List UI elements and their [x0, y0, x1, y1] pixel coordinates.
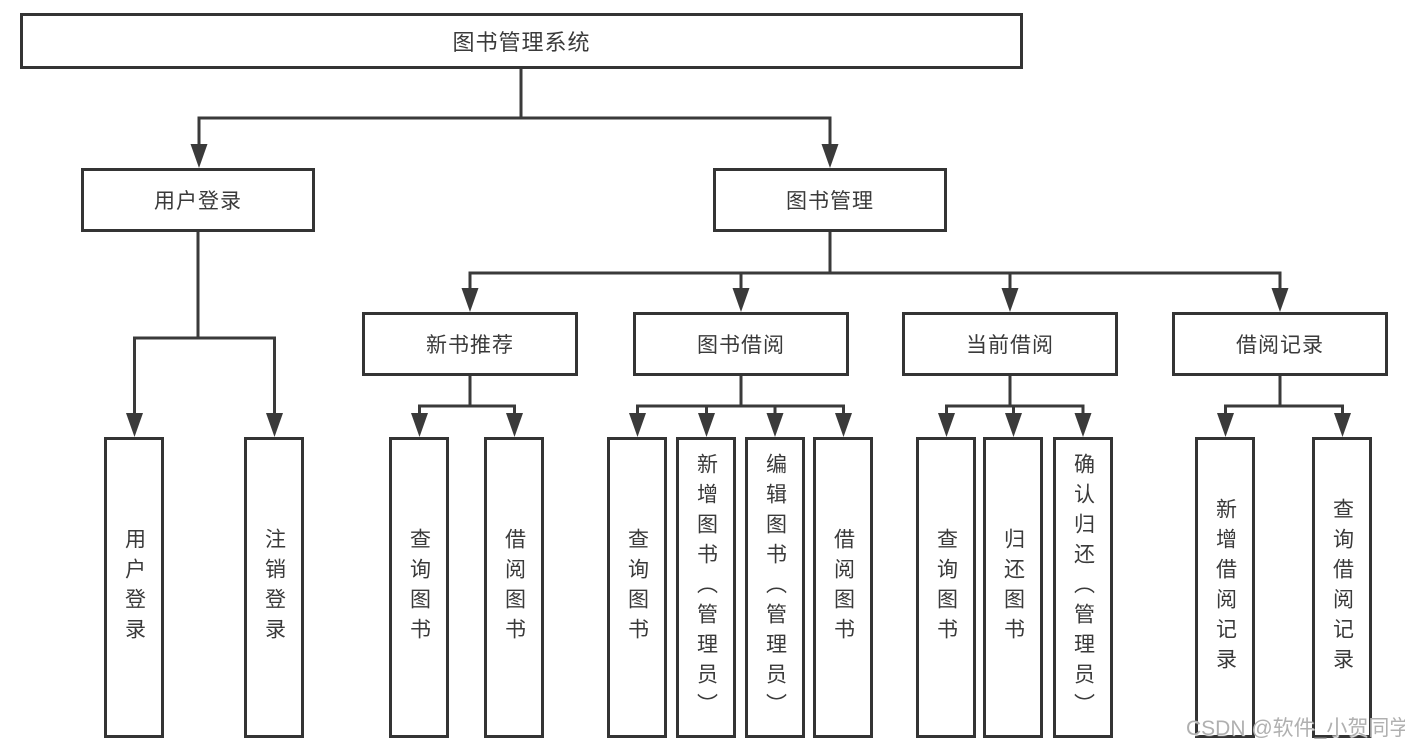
node-label: 借阅图书	[831, 527, 855, 648]
node-new-book-recommend: 新书推荐	[362, 312, 578, 376]
node-borrowing-records: 借阅记录	[1172, 312, 1388, 376]
arrowhead-cb-3	[1074, 413, 1092, 437]
node-label: 用户登录	[122, 527, 146, 648]
node-label: 归还图书	[1001, 527, 1025, 648]
arrowhead-l3-1	[461, 288, 479, 312]
arrowhead-l3-4	[1271, 288, 1289, 312]
leaf-cb-confirm-return-admin: 确认归还（管理员）	[1053, 437, 1113, 738]
arrowhead-l3-3	[1001, 288, 1019, 312]
node-label: 查询借阅记录	[1330, 497, 1354, 678]
leaf-bb-query-books: 查询图书	[607, 437, 667, 738]
leaf-logout: 注销登录	[244, 437, 304, 738]
leaf-bb-add-books-admin: 新增图书（管理员）	[676, 437, 736, 738]
leaf-nbr-borrow-books: 借阅图书	[484, 437, 544, 738]
arrowhead-bb-4	[835, 413, 852, 437]
node-label: 新书推荐	[426, 334, 514, 357]
leaf-bb-borrow-books: 借阅图书	[813, 437, 873, 738]
arrowhead-bb-3	[766, 413, 784, 437]
arrowhead-mgmt	[821, 144, 839, 168]
node-label: 图书借阅	[697, 334, 785, 357]
leaf-nbr-query-books: 查询图书	[389, 437, 449, 738]
node-label: 新增图书（管理员）	[694, 452, 718, 723]
node-label: 图书管理系统	[452, 30, 591, 55]
node-label: 查询图书	[625, 527, 649, 648]
arrowhead-nbr-2	[506, 413, 523, 437]
node-label: 借阅图书	[502, 527, 526, 648]
node-label: 当前借阅	[966, 334, 1054, 357]
node-book-management: 图书管理	[713, 168, 947, 232]
leaf-cb-return-books: 归还图书	[983, 437, 1043, 738]
node-label: 借阅记录	[1236, 334, 1324, 357]
node-label: 确认归还（管理员）	[1071, 452, 1095, 723]
leaf-br-add-record: 新增借阅记录	[1195, 437, 1255, 738]
leaf-br-query-record: 查询借阅记录	[1312, 437, 1372, 738]
arrowhead-login-1	[126, 413, 143, 437]
leaf-user-login: 用户登录	[104, 437, 164, 738]
arrowhead-cb-1	[938, 413, 955, 437]
node-book-borrowing: 图书借阅	[633, 312, 849, 376]
node-library-management-system: 图书管理系统	[20, 13, 1023, 69]
leaf-cb-query-books: 查询图书	[916, 437, 976, 738]
node-label: 查询图书	[934, 527, 958, 648]
arrowhead-login	[190, 144, 208, 168]
leaf-bb-edit-books-admin: 编辑图书（管理员）	[745, 437, 805, 738]
arrowhead-br-2	[1334, 413, 1351, 437]
node-user-login: 用户登录	[81, 168, 315, 232]
node-label: 用户登录	[154, 190, 242, 213]
arrowhead-bb-1	[629, 413, 646, 437]
arrowhead-l3-2	[732, 288, 750, 312]
arrowhead-br-1	[1217, 413, 1234, 437]
arrowhead-login-2	[266, 413, 283, 437]
node-label: 查询图书	[407, 527, 431, 648]
arrowhead-nbr-1	[411, 413, 428, 437]
csdn-watermark: CSDN @软件_小贺同学	[1186, 717, 1405, 740]
node-label: 编辑图书（管理员）	[763, 452, 787, 723]
node-label: 新增借阅记录	[1213, 497, 1237, 678]
arrowhead-bb-2	[698, 413, 715, 437]
node-label: 注销登录	[262, 527, 286, 648]
node-current-borrowing: 当前借阅	[902, 312, 1118, 376]
arrowhead-cb-2	[1005, 413, 1022, 437]
node-label: 图书管理	[786, 190, 874, 213]
